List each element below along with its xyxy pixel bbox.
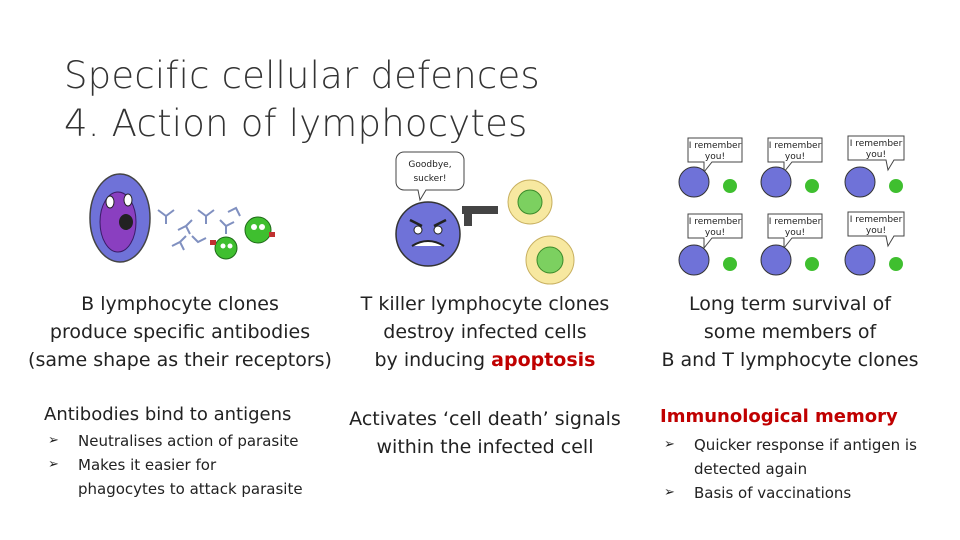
memory-speech-4-line1: I remember — [689, 217, 742, 227]
col1-bullets: ➢Neutralises action of parasite ➢Makes i… — [44, 429, 344, 501]
col2-line-1: T killer lymphocyte clones — [360, 293, 610, 315]
bullet-arrow-icon: ➢ — [48, 457, 59, 472]
col3-details: Immunological memory ➢Quicker response i… — [660, 406, 950, 505]
col2-line-3: by inducing apoptosis — [374, 349, 596, 371]
col3-line-1: Long term survival of — [689, 293, 891, 315]
col2-details: Activates ‘cell death’ signals within th… — [340, 405, 630, 461]
col2-line-2: destroy infected cells — [383, 321, 587, 343]
col1-bullet-2: ➢Makes it easier for — [44, 453, 344, 477]
bullet-arrow-icon: ➢ — [664, 437, 675, 452]
col2-sub-1: Activates ‘cell death’ signals — [349, 408, 621, 430]
col1-line-1: B lymphocyte clones — [81, 293, 279, 315]
memory-speech-3-line1: I remember — [850, 139, 903, 149]
col1-description: B lymphocyte clones produce specific ant… — [20, 290, 340, 374]
memory-speech-4-line2: you! — [705, 228, 725, 238]
col3-bullets: ➢Quicker response if antigen is detected… — [660, 433, 950, 505]
memory-row-2: I remember you! I remember you! I rememb… — [678, 211, 905, 276]
col3-bullet-1-cont: detected again — [694, 460, 808, 478]
infected-cell-1 — [507, 179, 553, 225]
col3-bullet-2: ➢Basis of vaccinations — [660, 481, 950, 505]
col2-sub-2: within the infected cell — [376, 436, 594, 458]
col2-description: T killer lymphocyte clones destroy infec… — [340, 290, 630, 374]
antigen-cell-2 — [210, 236, 238, 260]
col1-line-2: produce specific antibodies — [49, 321, 311, 343]
antigen-cell-1 — [244, 216, 275, 244]
col3-line-2: some members of — [703, 321, 877, 343]
memory-speech-2-line1: I remember — [769, 141, 822, 151]
t-killer-cell — [395, 201, 461, 267]
title-line-1: Specific cellular defences — [64, 54, 540, 97]
b-cell-mouth — [119, 214, 133, 230]
slide-title: Specific cellular defences 4. Action of … — [64, 52, 540, 148]
memory-speech-1-line1: I remember — [689, 141, 742, 151]
memory-speech-3-line2: you! — [866, 150, 886, 160]
gun-icon — [462, 206, 498, 226]
infected-cell-2 — [525, 235, 575, 285]
title-line-2: 4. Action of lymphocytes — [64, 102, 528, 146]
apoptosis-highlight: apoptosis — [491, 349, 596, 371]
col3-bullet-1: ➢Quicker response if antigen is — [660, 433, 950, 457]
bullet-arrow-icon: ➢ — [48, 433, 59, 448]
speech-goodbye-line-2: sucker! — [413, 174, 446, 184]
memory-speech-1-line2: you! — [705, 152, 725, 162]
memory-speech-5-line1: I remember — [769, 217, 822, 227]
col1-heading: Antibodies bind to antigens — [44, 404, 292, 425]
memory-speech-5-line2: you! — [785, 228, 805, 238]
antibodies — [157, 206, 241, 251]
speech-bubble-goodbye — [395, 151, 465, 202]
b-lymphocyte-illustration — [89, 173, 275, 263]
immunological-memory-heading: Immunological memory — [660, 406, 898, 427]
memory-cells-illustration: I remember you! I remember you! I rememb… — [678, 135, 905, 276]
memory-speech-6-line1: I remember — [850, 215, 903, 225]
col1-bullet-1: ➢Neutralises action of parasite — [44, 429, 344, 453]
col1-bullet-2-cont: phagocytes to attack parasite — [78, 480, 303, 498]
col3-description: Long term survival of some members of B … — [650, 290, 930, 374]
col3-line-3: B and T lymphocyte clones — [661, 349, 919, 371]
col1-details: Antibodies bind to antigens ➢Neutralises… — [44, 404, 344, 501]
memory-speech-2-line2: you! — [785, 152, 805, 162]
speech-goodbye-line-1: Goodbye, — [408, 160, 451, 170]
memory-speech-6-line2: you! — [866, 226, 886, 236]
t-killer-illustration: Goodbye, sucker! — [395, 151, 575, 285]
memory-row-1: I remember you! I remember you! I rememb… — [678, 135, 905, 198]
bullet-arrow-icon: ➢ — [664, 485, 675, 500]
col1-line-3: (same shape as their receptors) — [28, 349, 332, 371]
